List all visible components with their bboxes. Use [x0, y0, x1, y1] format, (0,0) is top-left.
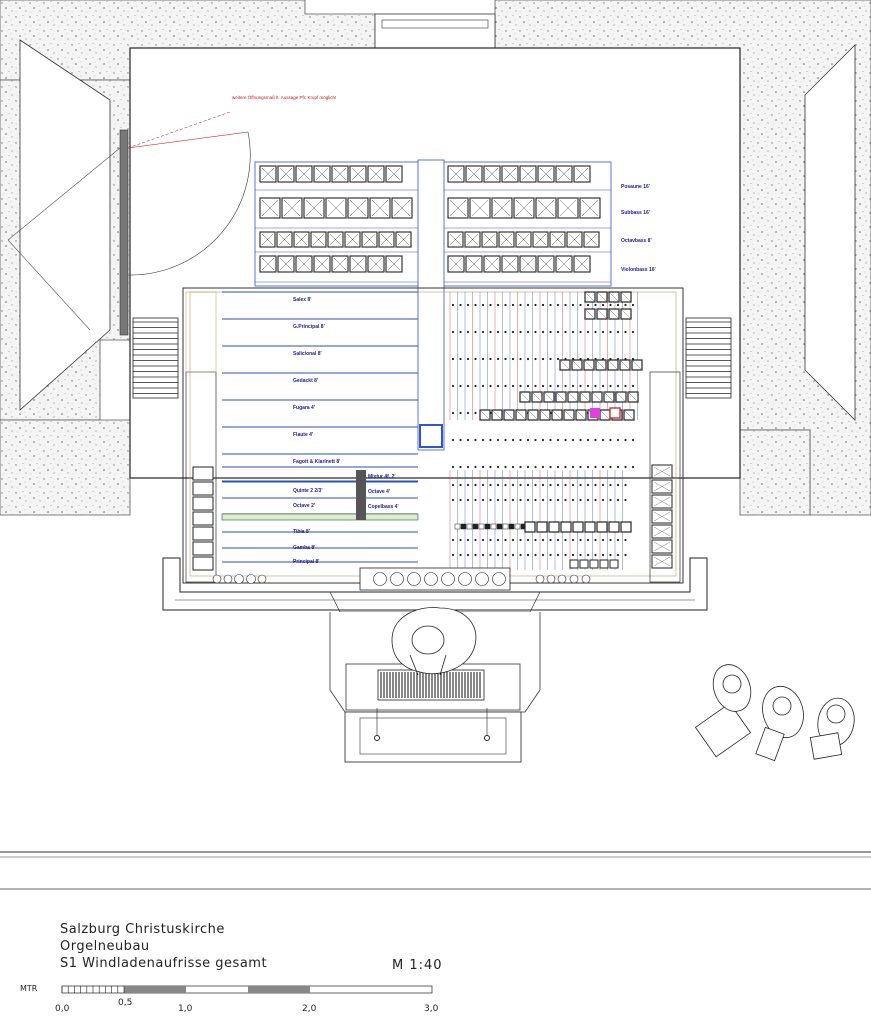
title-line-2: Orgelneubau — [60, 939, 150, 954]
scale-tick-label: 1,0 — [178, 1004, 193, 1014]
register-label: Octavbass 8' — [621, 238, 652, 244]
scale-tick-label: 0,0 — [55, 1004, 70, 1014]
register-label: Violonbass 16' — [621, 267, 656, 273]
lower-windchest: Quinte 2 2/3' Octave 2' Tibia 8' Gamba 8' Pr… — [221, 466, 632, 570]
console — [329, 612, 541, 763]
left-pipe-tower — [185, 291, 217, 571]
door-swing — [7, 111, 251, 336]
center-channel — [417, 159, 445, 451]
register-label: Subbass 16' — [621, 210, 650, 216]
register-label: Gedackt 8' — [293, 378, 318, 384]
register-label: G.Principal 8' — [293, 324, 325, 330]
register-label: Principal 8' — [293, 559, 319, 565]
upper-windchest: Salex 8' G.Principal 8' Salicional 8' Gedac… — [222, 291, 643, 482]
scale-bar — [61, 985, 433, 994]
organist-figure — [391, 607, 477, 676]
register-label: Gamba 8' — [293, 545, 315, 551]
register-label: Posaune 16' — [621, 184, 650, 190]
register-label: Quinte 2 2/3' — [293, 488, 323, 494]
left-stairs — [132, 317, 179, 399]
register-label: Fugara 4' — [293, 405, 315, 411]
register-label: Mixtur 4f. 2' — [368, 474, 396, 480]
register-label: Octave 4' — [368, 489, 390, 495]
register-label: Fagott & Klarinett 8' — [293, 459, 340, 465]
register-label: Octave 2' — [293, 503, 315, 509]
scale-tick-label: 3,0 — [424, 1004, 439, 1014]
register-label: Tibia 8' — [293, 529, 310, 535]
title-line-3: S1 Windladenaufrisse gesamt — [60, 956, 268, 971]
opening-note: weitere Öffnungsmaß lt. Aussage Pfr. Kru… — [232, 94, 336, 100]
right-pipe-tower — [651, 464, 673, 569]
title-block-frame — [0, 851, 871, 890]
people-figures — [694, 664, 855, 762]
front-pipe-row — [212, 567, 591, 591]
register-label: Flaute 4' — [293, 432, 313, 438]
title-block: Salzburg Christuskirche Orgelneubau S1 W… — [60, 921, 267, 972]
center-square — [419, 424, 443, 448]
back-register-labels: Posaune 16' Subbass 16' Octavbass 8' Violon… — [621, 184, 656, 273]
scale-tick-label: 0,5 — [118, 998, 133, 1008]
title-line-1: Salzburg Christuskirche — [60, 922, 225, 937]
scale-text: M 1:40 — [392, 958, 443, 973]
scale-tick-label: 2,0 — [302, 1004, 317, 1014]
register-label: Salex 8' — [293, 297, 311, 303]
pedal-pipes — [255, 165, 611, 283]
right-stairs — [685, 317, 732, 399]
masonry-walls — [0, 0, 871, 516]
register-label: Copelbass 4' — [368, 504, 399, 510]
unit-label: MTR — [20, 984, 38, 993]
register-label: Salicional 8' — [293, 351, 322, 357]
